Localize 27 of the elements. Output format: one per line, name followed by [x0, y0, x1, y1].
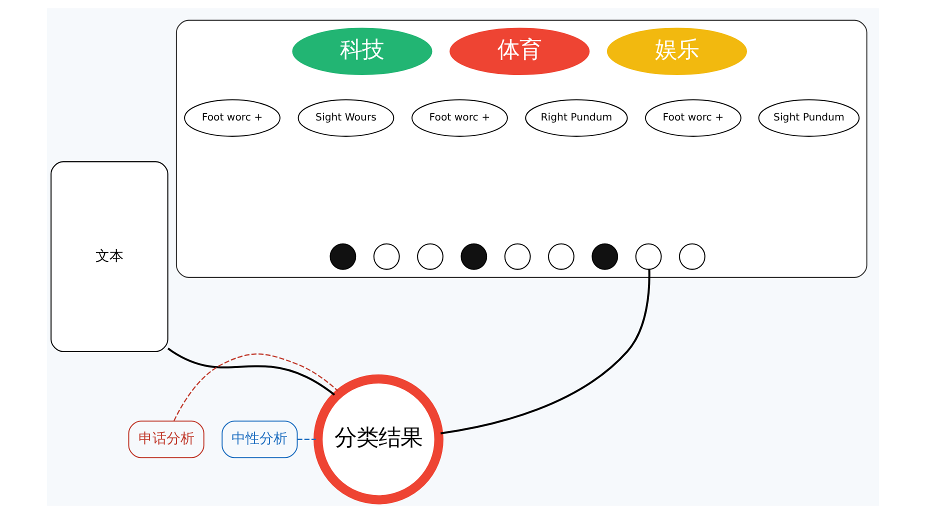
node-circle	[504, 243, 530, 270]
connector	[296, 438, 316, 440]
node-box: 申话分析	[128, 420, 204, 458]
node-ellipse: Sight Wours	[297, 99, 394, 137]
node-ellipse: Sight Pundum	[758, 99, 860, 137]
cluster	[175, 20, 867, 278]
node-circle: 分类结果	[313, 374, 443, 504]
connector	[172, 353, 338, 422]
node-ellipse: Foot worc +	[184, 99, 280, 137]
node-person	[329, 243, 356, 270]
node-ellipse: Foot worc +	[410, 99, 508, 137]
node-circle	[372, 243, 400, 270]
node-circle	[416, 243, 443, 270]
node-ellipse: 科技	[292, 28, 432, 76]
node-box: 文本	[50, 161, 168, 352]
node-person	[591, 243, 618, 270]
node-circle	[548, 243, 574, 270]
connector	[440, 269, 650, 434]
connector	[166, 348, 335, 396]
node-ellipse: 娱乐	[606, 28, 747, 76]
node-person	[460, 243, 487, 270]
node-ellipse: Foot worc +	[644, 99, 741, 137]
node-ellipse: 体育	[449, 28, 590, 76]
node-circle	[634, 243, 662, 270]
node-box: 中性分析	[221, 420, 298, 458]
node-circle	[678, 243, 705, 270]
node-ellipse: Right Pundum	[524, 99, 628, 137]
